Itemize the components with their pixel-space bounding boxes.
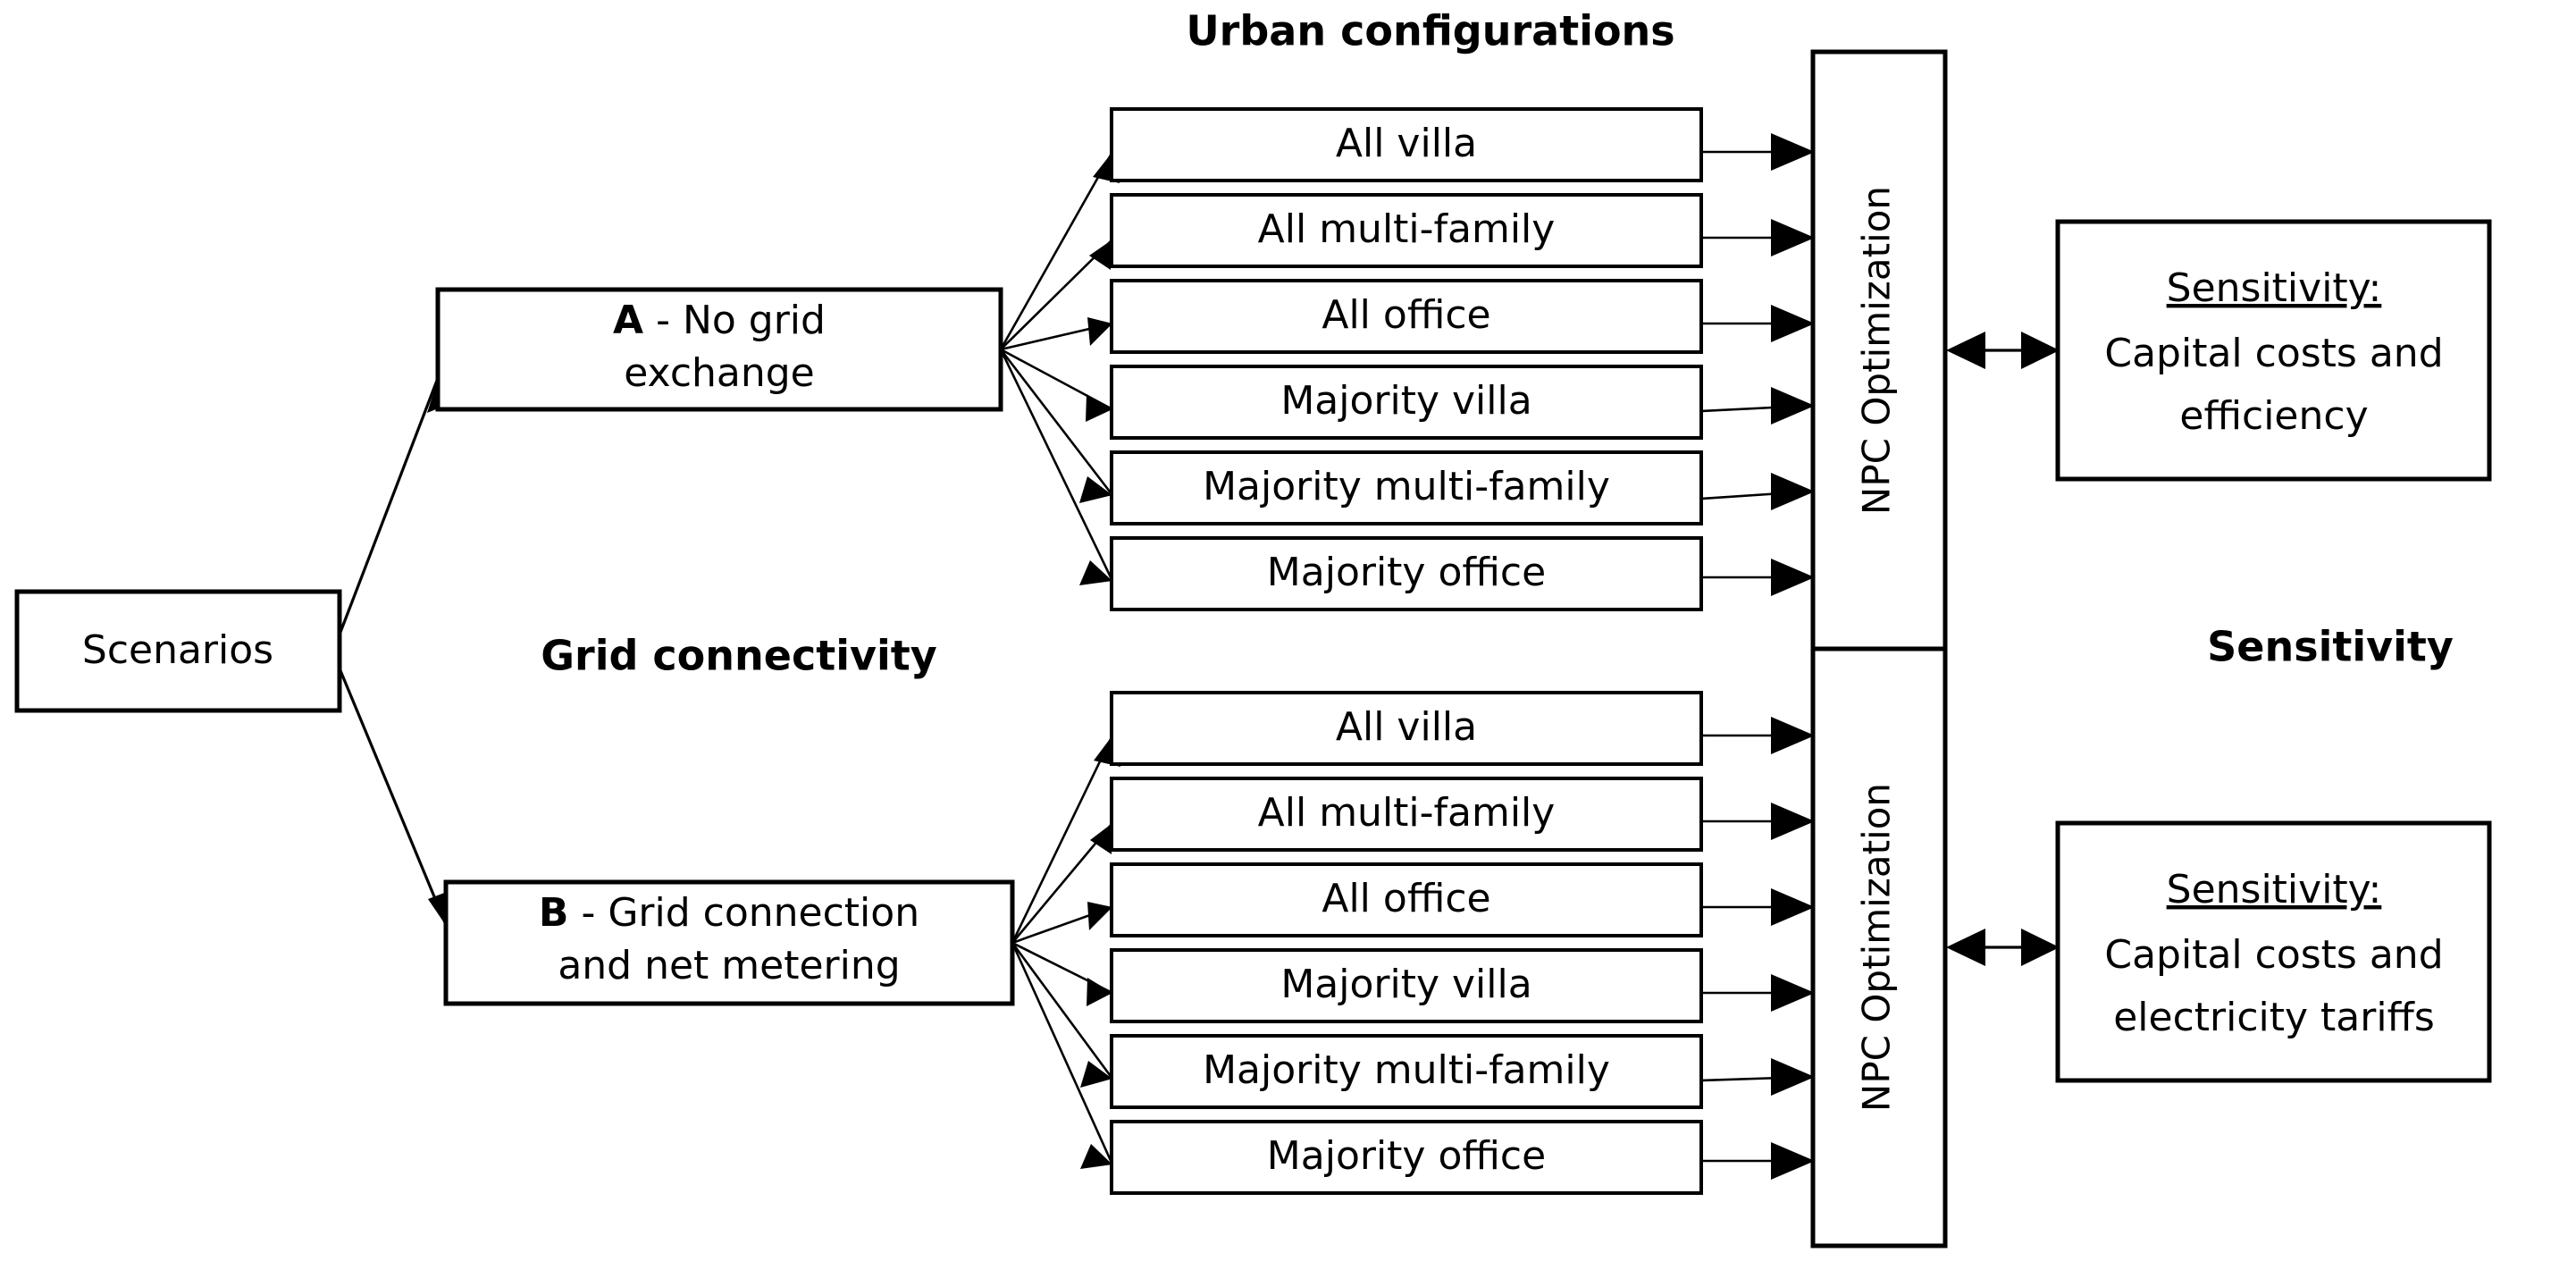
arrowhead-config-a-1-npc [1771, 219, 1815, 256]
scenario-a-line2: exchange [624, 350, 815, 396]
heading-urban-configurations: Urban configurations [1186, 7, 1674, 55]
arrowhead-config-a-2-npc [1771, 305, 1815, 342]
arrowhead-config-a-5-npc [1771, 559, 1815, 596]
sensitivity-a-title: Sensitivity: [2167, 265, 2382, 311]
scenarios-label: Scenarios [82, 627, 273, 673]
config-a-0-box[interactable] [1110, 107, 1703, 182]
connector-a-to-config-5 [999, 349, 1114, 582]
config-a-1-label: All multi-family [1258, 206, 1556, 252]
arrowhead-npc-b-right [2021, 929, 2060, 966]
arrowhead-npc-a-right [2021, 332, 2060, 369]
sensitivity-b-line1: Capital costs and [2104, 932, 2443, 978]
npc-optimization-b-label: NPC Optimization [1855, 783, 1899, 1112]
npc-optimization-b-box[interactable] [1810, 646, 1948, 1248]
arrowhead-config-b-5-npc [1771, 1142, 1815, 1180]
arrowhead-config-a-0-npc [1771, 133, 1815, 171]
config-a-4-label: Majority multi-family [1203, 464, 1610, 509]
config-a-2-label: All office [1322, 292, 1490, 338]
heading-sensitivity: Sensitivity [2207, 623, 2454, 671]
arrowhead-b-config-5 [1080, 1144, 1112, 1169]
arrowhead-b-config-2 [1087, 902, 1112, 930]
npc-optimization-a-box[interactable] [1810, 49, 1948, 652]
arrowhead-npc-a-left [1946, 332, 1985, 369]
npc-optimization-a-label: NPC Optimization [1855, 186, 1899, 515]
arrowhead-npc-b-left [1946, 929, 1985, 966]
arrowhead-b-config-3 [1087, 978, 1112, 1006]
config-a-1-box[interactable] [1110, 193, 1703, 268]
arrowhead-config-b-4-npc [1771, 1058, 1815, 1096]
scenario-a-box[interactable] [435, 287, 1003, 412]
connector-b-to-config-5 [1011, 942, 1114, 1165]
arrowhead-config-a-4-npc [1771, 473, 1815, 510]
arrowhead-a-config-1 [1089, 240, 1112, 270]
scenario-a-line1: A - No grid [613, 298, 826, 343]
config-a-5-label: Majority office [1267, 550, 1546, 595]
sensitivity-a-box[interactable] [2055, 219, 2492, 482]
connector-b-to-config-4 [1011, 942, 1114, 1080]
connector-root-to-b [338, 668, 449, 928]
sensitivity-a-line1: Capital costs and [2104, 331, 2443, 376]
sensitivity-b-line2: electricity tariffs [2113, 995, 2435, 1040]
config-b-5-box[interactable] [1110, 1120, 1703, 1195]
scenarios-box[interactable] [14, 589, 342, 713]
config-b-3-label: Majority villa [1280, 962, 1531, 1007]
config-a-5-box[interactable] [1110, 536, 1703, 611]
arrowhead-a-config-4 [1079, 476, 1112, 503]
scenario-b-line1: B - Grid connection [539, 890, 919, 936]
config-b-2-box[interactable] [1110, 862, 1703, 937]
connector-a-to-config-4 [999, 349, 1114, 496]
config-a-2-box[interactable] [1110, 279, 1703, 354]
arrowhead-a-config-2 [1087, 317, 1112, 346]
arrowhead-config-a-3-npc [1771, 387, 1815, 425]
arrowhead-config-b-2-npc [1771, 888, 1815, 926]
config-a-3-label: Majority villa [1280, 378, 1531, 424]
config-b-0-box[interactable] [1110, 691, 1703, 766]
sensitivity-b-box[interactable] [2055, 820, 2492, 1083]
heading-grid-connectivity: Grid connectivity [541, 632, 936, 680]
connector-root-to-a [338, 373, 441, 635]
arrowhead-a-config-5 [1079, 560, 1112, 585]
arrowhead-config-b-0-npc [1771, 717, 1815, 754]
arrowhead-config-b-1-npc [1771, 803, 1815, 840]
config-b-1-box[interactable] [1110, 777, 1703, 852]
arrowhead-a-config-3 [1086, 394, 1112, 422]
config-b-0-label: All villa [1336, 704, 1477, 750]
scenario-b-line2: and net metering [558, 943, 900, 988]
config-b-1-label: All multi-family [1258, 790, 1556, 836]
arrowhead-config-b-3-npc [1771, 974, 1815, 1012]
arrowhead-b-config-4 [1080, 1061, 1112, 1088]
config-b-5-label: Majority office [1267, 1133, 1546, 1179]
connector-a-to-config-0 [999, 151, 1114, 350]
sensitivity-a-line2: efficiency [2179, 393, 2368, 439]
config-b-2-label: All office [1322, 876, 1490, 921]
config-b-4-label: Majority multi-family [1203, 1047, 1610, 1093]
sensitivity-b-title: Sensitivity: [2167, 867, 2382, 912]
config-a-0-label: All villa [1336, 121, 1477, 166]
arrowhead-b-config-1 [1090, 823, 1112, 854]
scenario-b-box[interactable] [443, 879, 1015, 1006]
config-a-3-box[interactable] [1110, 365, 1703, 440]
config-b-4-box[interactable] [1110, 1034, 1703, 1109]
connector-b-to-config-0 [1011, 735, 1114, 944]
config-b-3-box[interactable] [1110, 948, 1703, 1023]
config-a-4-box[interactable] [1110, 450, 1703, 525]
